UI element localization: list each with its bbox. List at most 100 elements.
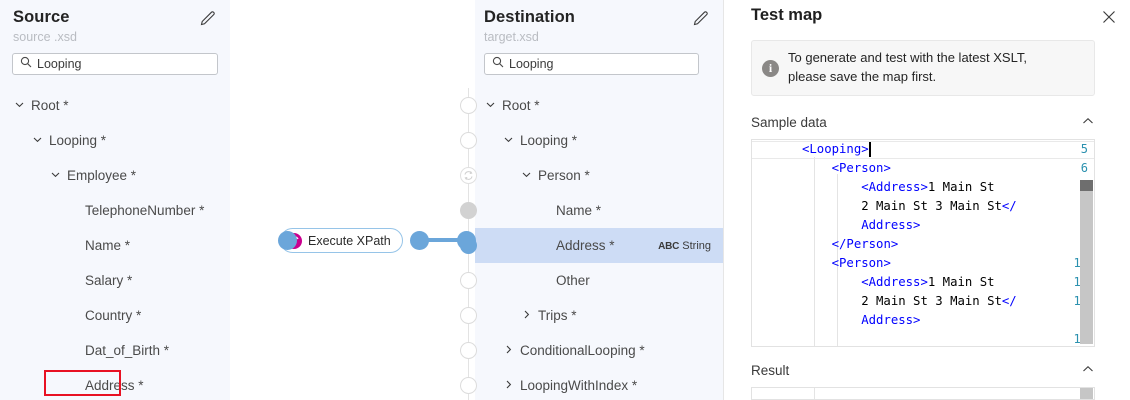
loop-handle-icon[interactable]	[460, 167, 477, 184]
code-line: <Person>	[831, 161, 891, 175]
mapping-canvas[interactable]: Execute XPath	[230, 0, 476, 400]
tree-row-label: Root *	[502, 98, 540, 113]
tree-row-label: Dat_of_Birth *	[85, 343, 170, 358]
indent-guide	[814, 157, 815, 346]
tree-row[interactable]: Looping *	[475, 123, 723, 158]
code-line: 2 Main St 3 Main St</	[802, 294, 1017, 308]
line-number: 5	[1080, 142, 1088, 156]
chevron-down-icon[interactable]	[485, 99, 498, 112]
chevron-right-icon[interactable]	[503, 344, 516, 357]
indent-guide	[814, 388, 815, 399]
tree-row[interactable]: Salary *	[0, 263, 230, 298]
tree-row-label: Salary *	[85, 273, 133, 288]
info-icon: i	[762, 59, 779, 77]
tree-row[interactable]: Root *	[0, 88, 230, 123]
info-line-1: To generate and test with the latest XSL…	[788, 50, 1027, 66]
result-scrollbar[interactable]	[1080, 388, 1093, 399]
connector-handle[interactable]	[460, 307, 477, 324]
tree-row-label: Employee *	[67, 168, 137, 183]
tree-row-label: Address *	[85, 378, 144, 393]
connector-handle[interactable]	[460, 97, 477, 114]
tree-row[interactable]: Name *	[475, 193, 723, 228]
tree-row[interactable]: Other	[475, 263, 723, 298]
connector-handle[interactable]	[460, 202, 477, 219]
chevron-placeholder	[68, 204, 81, 217]
editor-gutter	[752, 140, 799, 346]
sample-data-editor[interactable]: 5<Looping>6 <Person>7 <Address>1 Main St…	[751, 139, 1095, 347]
destination-title: Destination	[484, 8, 575, 26]
info-banner-text: To generate and test with the latest XSL…	[788, 49, 1027, 87]
target-port[interactable]	[457, 231, 476, 250]
close-icon[interactable]	[1100, 8, 1118, 26]
pencil-icon[interactable]	[198, 8, 218, 28]
fn-output-port[interactable]	[410, 231, 429, 250]
test-map-pane: Test map i To generate and test with the…	[723, 0, 1130, 400]
chevron-up-icon[interactable]	[1081, 362, 1095, 379]
tree-row[interactable]: Person *	[475, 158, 723, 193]
chevron-right-icon[interactable]	[503, 379, 516, 392]
code-line: 2 Main St 3 Main St</	[802, 199, 1017, 213]
tree-row-label: Address *	[556, 238, 615, 253]
function-node-execute-xpath[interactable]: Execute XPath	[280, 228, 403, 253]
tree-row[interactable]: ConditionalLooping *	[475, 333, 723, 368]
connector-handle[interactable]	[460, 132, 477, 149]
connector-handle[interactable]	[460, 272, 477, 289]
tree-row[interactable]: TelephoneNumber *	[0, 193, 230, 228]
info-banner: i To generate and test with the latest X…	[751, 40, 1095, 96]
chevron-placeholder	[539, 204, 552, 217]
code-line: Address>	[861, 313, 921, 327]
info-line-2: please save the map first.	[788, 69, 937, 84]
code-line: <Address>1 Main St	[861, 275, 995, 289]
editor-scrollbar-thumb[interactable]	[1080, 180, 1093, 191]
chevron-down-icon[interactable]	[32, 134, 45, 147]
test-map-title: Test map	[751, 6, 823, 24]
result-editor[interactable]	[751, 387, 1095, 400]
chevron-up-icon[interactable]	[1081, 114, 1095, 131]
chevron-placeholder	[68, 309, 81, 322]
fn-input-port[interactable]	[278, 231, 297, 250]
pencil-icon[interactable]	[691, 8, 711, 28]
code-line: <Address>1 Main St	[861, 180, 995, 194]
tree-row-label: LoopingWithIndex *	[520, 378, 638, 393]
chevron-placeholder	[539, 274, 552, 287]
output-wire	[418, 238, 460, 242]
result-label: Result	[751, 362, 790, 378]
text-caret	[869, 142, 871, 157]
tree-row-label: Looping *	[49, 133, 107, 148]
chevron-down-icon[interactable]	[521, 169, 534, 182]
connector-handle[interactable]	[460, 377, 477, 394]
chevron-down-icon[interactable]	[503, 134, 516, 147]
destination-search-value: Looping	[509, 56, 554, 71]
tree-row[interactable]: Address *	[0, 368, 230, 400]
destination-tree: Root * Looping *Person *Name *Address *AB…	[475, 88, 723, 400]
source-search-input[interactable]: Looping	[12, 53, 218, 75]
tree-row[interactable]: LoopingWithIndex *	[475, 368, 723, 400]
tree-row[interactable]: Dat_of_Birth *	[0, 333, 230, 368]
tree-row-label: Root *	[31, 98, 69, 113]
source-title: Source	[13, 8, 70, 26]
chevron-down-icon[interactable]	[50, 169, 63, 182]
editor-scrollbar[interactable]	[1080, 180, 1093, 344]
tree-row[interactable]: Country *	[0, 298, 230, 333]
tree-row[interactable]: Address *ABC String	[475, 228, 723, 263]
tree-row[interactable]: Trips *	[475, 298, 723, 333]
tree-row[interactable]: Looping *	[0, 123, 230, 158]
tree-row[interactable]: Root *	[475, 88, 723, 123]
code-line: <Person>	[831, 256, 891, 270]
tree-row-label: ConditionalLooping *	[520, 343, 645, 358]
chevron-right-icon[interactable]	[521, 309, 534, 322]
chevron-down-icon[interactable]	[14, 99, 27, 112]
tree-row[interactable]: Name *	[0, 228, 230, 263]
line-number: 6	[1080, 161, 1088, 175]
tree-row-label: Trips *	[538, 308, 577, 323]
sample-data-section-header[interactable]: Sample data	[751, 113, 1095, 131]
chevron-placeholder	[68, 274, 81, 287]
source-search-value: Looping	[37, 56, 82, 71]
tree-row[interactable]: Employee *	[0, 158, 230, 193]
result-section-header[interactable]: Result	[751, 361, 1095, 379]
chevron-placeholder	[539, 239, 552, 252]
connector-handle[interactable]	[460, 342, 477, 359]
destination-search-input[interactable]: Looping	[484, 53, 699, 75]
source-tree: Root * Looping * Employee * TelephoneNumber…	[0, 88, 230, 400]
destination-schema-panel: Destination target.xsd Looping Root *Loo…	[475, 0, 723, 400]
